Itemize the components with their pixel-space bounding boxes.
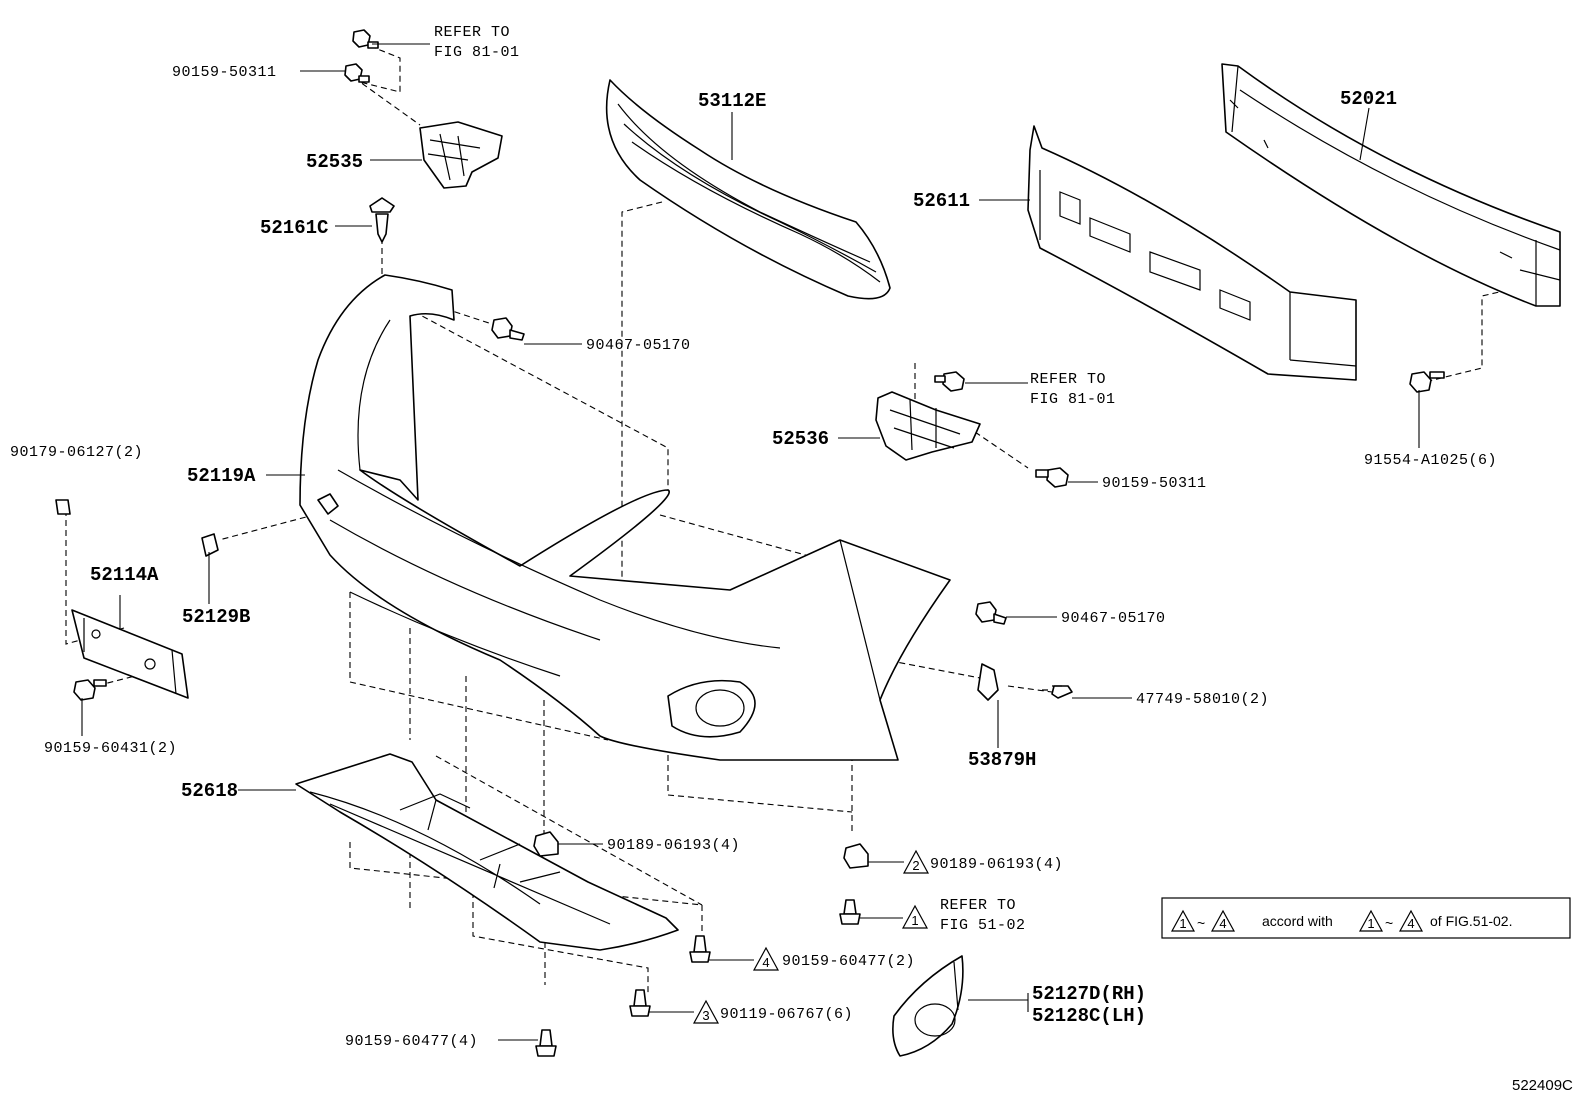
part-number-label: 90467-05170 bbox=[1061, 610, 1166, 627]
license-bracket-52114A bbox=[71, 609, 189, 699]
clip-icon bbox=[975, 601, 1007, 625]
part-number-label: 52129B bbox=[182, 606, 250, 628]
triangle-marker-1: 1 bbox=[901, 904, 929, 929]
part-number-label: 52536 bbox=[772, 428, 829, 450]
bolt-icon bbox=[344, 63, 370, 83]
bolt-icon bbox=[934, 371, 965, 392]
triangle-marker-2: 2 bbox=[902, 849, 930, 874]
svg-text:4: 4 bbox=[1219, 916, 1226, 931]
part-number-label: 90179-06127(2) bbox=[10, 444, 143, 461]
part-number-label: 52535 bbox=[306, 151, 363, 173]
bolt-icon bbox=[352, 29, 379, 49]
svg-text:1: 1 bbox=[1179, 916, 1186, 931]
part-number-label: 53112E bbox=[698, 90, 766, 112]
nut-icon bbox=[55, 499, 71, 515]
bracket-52535 bbox=[419, 121, 503, 189]
assembly-lines bbox=[65, 45, 1509, 995]
part-number-label: 52021 bbox=[1340, 88, 1397, 110]
figure-code: 522409C bbox=[1512, 1077, 1573, 1094]
part-number-label: 52127D(RH) bbox=[1032, 983, 1146, 1005]
clip-nut-icon bbox=[843, 843, 869, 869]
screw-icon bbox=[1042, 685, 1073, 699]
part-number-label: 90159-60477(2) bbox=[782, 953, 915, 970]
grille-53112E bbox=[605, 79, 891, 300]
svg-text:1: 1 bbox=[1367, 916, 1374, 931]
screw-icon bbox=[629, 989, 651, 1017]
part-number-label: 52618 bbox=[181, 780, 238, 802]
clip-icon bbox=[491, 317, 525, 341]
part-number-label: 52119A bbox=[187, 465, 256, 487]
part-number-label: 53879H bbox=[968, 749, 1036, 771]
bolt-icon bbox=[1035, 467, 1069, 488]
bumper-cover-52119A bbox=[299, 274, 951, 761]
part-number-label: 90159-60477(4) bbox=[345, 1033, 478, 1050]
clip-icon bbox=[369, 197, 395, 243]
leader-lines bbox=[81, 43, 1420, 1041]
part-labels: REFER TO FIG 81-01 90159-50311 52535 521… bbox=[10, 24, 1573, 1094]
clip-nut-icon bbox=[533, 831, 559, 857]
part-number-label: 90119-06767(6) bbox=[720, 1006, 853, 1023]
svg-text:2: 2 bbox=[912, 858, 919, 873]
fog-lamp-cover-52127D bbox=[892, 955, 964, 1057]
screw-icon bbox=[839, 899, 861, 925]
part-number-label: 52611 bbox=[913, 190, 970, 212]
part-number-label: 52128C(LH) bbox=[1032, 1005, 1146, 1027]
part-number-label: 90159-50311 bbox=[172, 64, 277, 81]
part-number-label: 90189-06193(4) bbox=[607, 837, 740, 854]
note-box: 1 ~ 4 accord with 1 ~ 4 of FIG.51-02. bbox=[1161, 897, 1571, 939]
cap-icon bbox=[201, 533, 219, 557]
part-number-label: 90159-50311 bbox=[1102, 475, 1207, 492]
svg-text:3: 3 bbox=[702, 1008, 709, 1023]
triangle-marker-4: 4 bbox=[752, 946, 780, 971]
screw-icon bbox=[689, 935, 711, 963]
svg-text:4: 4 bbox=[762, 955, 769, 970]
refer-fig-label: FIG 51-02 bbox=[940, 917, 1026, 934]
refer-to-label: REFER TO bbox=[434, 24, 510, 41]
part-number-label: 90467-05170 bbox=[586, 337, 691, 354]
part-number-label: 52114A bbox=[90, 564, 159, 586]
undercover-52618 bbox=[295, 753, 679, 951]
triangle-marker-3: 3 bbox=[692, 999, 720, 1024]
part-number-label: 52161C bbox=[260, 217, 328, 239]
svg-text:~: ~ bbox=[1197, 915, 1205, 931]
svg-text:4: 4 bbox=[1407, 916, 1414, 931]
svg-text:of FIG.51-02.: of FIG.51-02. bbox=[1430, 913, 1512, 929]
svg-text:1: 1 bbox=[911, 913, 918, 928]
absorber-52611 bbox=[1027, 125, 1357, 381]
bolt-icon bbox=[1409, 371, 1445, 393]
bracket-52536 bbox=[875, 391, 981, 461]
part-number-label: 91554-A1025(6) bbox=[1364, 452, 1497, 469]
part-number-label: 47749-58010(2) bbox=[1136, 691, 1269, 708]
retainer-53879H bbox=[977, 663, 999, 701]
part-number-label: 90189-06193(4) bbox=[930, 856, 1063, 873]
refer-to-label: REFER TO bbox=[940, 897, 1016, 914]
refer-fig-label: FIG 81-01 bbox=[434, 44, 520, 61]
bolt-icon bbox=[73, 679, 107, 701]
screw-icon bbox=[535, 1029, 557, 1057]
refer-to-label: REFER TO bbox=[1030, 371, 1106, 388]
svg-text:accord with: accord with bbox=[1262, 913, 1333, 929]
refer-fig-label: FIG 81-01 bbox=[1030, 391, 1116, 408]
part-number-label: 90159-60431(2) bbox=[44, 740, 177, 757]
svg-text:~: ~ bbox=[1385, 915, 1393, 931]
reinforcement-52021 bbox=[1221, 63, 1561, 307]
